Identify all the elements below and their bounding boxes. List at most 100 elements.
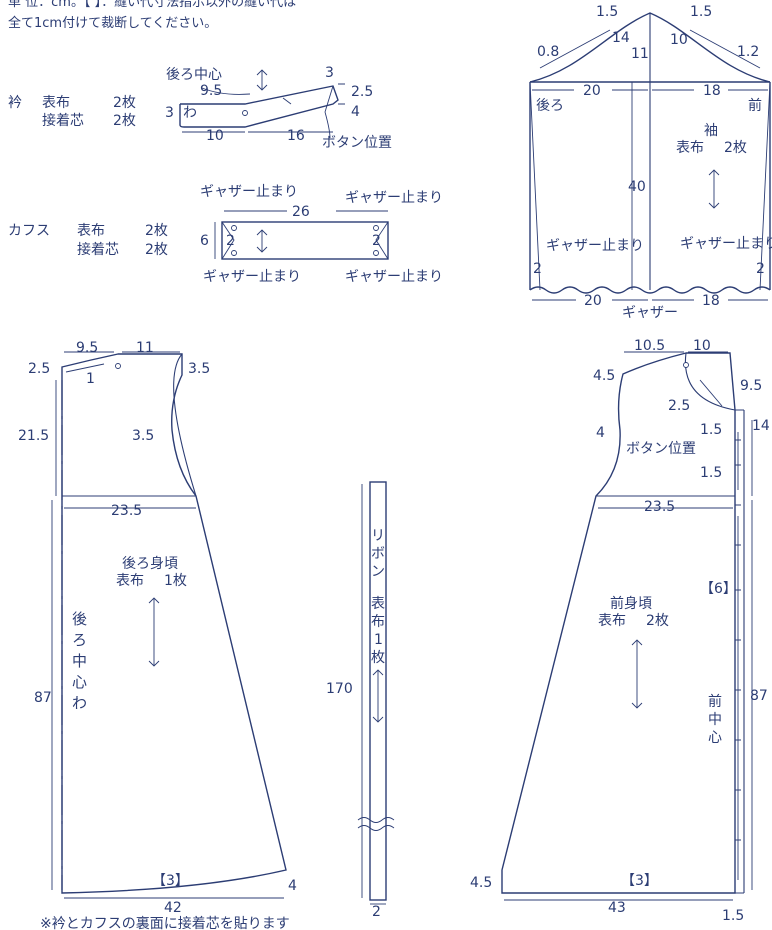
front-bodice-title: 前身頃 [610, 595, 652, 612]
front-button-ticks [735, 439, 741, 841]
back-bodice-dims [51, 351, 284, 899]
cuffs-dot-br [373, 250, 379, 256]
front-center-char: 心 [708, 730, 722, 746]
back-bodice-title: 後ろ身頃 [122, 556, 178, 572]
cuffs-dot-tr [373, 225, 379, 231]
sleeve-dim-20b: 20 [584, 293, 602, 309]
ribbon-count-unit: 枚 [371, 650, 385, 666]
back-dim-4: 4 [288, 878, 297, 894]
ribbon-break-mark [357, 817, 395, 831]
back-bodice-material: 表布 [116, 573, 144, 589]
sleeve-dim-2-l: 2 [533, 261, 542, 277]
sleeve-dim-12: 1.2 [737, 44, 759, 60]
sleeve-dim-10: 10 [670, 32, 688, 48]
collar-dim-4: 4 [351, 104, 360, 120]
collar-count-1: 2枚 [113, 95, 136, 111]
ribbon-title-c1: リ [371, 528, 385, 544]
collar-material-1: 表布 [42, 95, 70, 111]
front-bodice-material: 表布 [598, 613, 626, 629]
sleeve-dim-40: 40 [628, 179, 646, 195]
front-bodice-collar-dim [699, 379, 723, 407]
sleeve-title: 袖 [704, 123, 718, 139]
sleeve-dim-2-r: 2 [756, 261, 765, 277]
ribbon-group: リ ボ ン 表 布 1 枚 170 2 [326, 481, 395, 920]
sleeve-material: 表布 [676, 140, 704, 156]
note-line-1: 単 位：cm。【 】：縫い代寸法指示以外の縫い代は [8, 0, 296, 10]
front-dim-45b: 4.5 [470, 875, 492, 891]
cuffs-gather-stop-tl: ギャザー止まり [200, 184, 298, 200]
front-bodice-dims [504, 351, 753, 901]
front-bodice-grain-arrow [631, 639, 643, 709]
cuffs-dot-bl [231, 250, 237, 256]
front-dim-87: 87 [750, 688, 768, 704]
sleeve-group: 1.5 1.5 14 10 0.8 11 1.2 20 18 後ろ 前 袖 表布… [529, 4, 772, 321]
sleeve-dim-18: 18 [703, 83, 721, 99]
collar-dim-3-top: 3 [325, 65, 334, 81]
cuffs-dot-tl [231, 225, 237, 231]
sleeve-gather-stop-r: ギャザー止まり [680, 236, 772, 252]
front-bodice-count: 2枚 [646, 613, 669, 629]
collar-grain-arrow [256, 69, 268, 91]
ribbon-dim-2: 2 [372, 904, 381, 920]
cuffs-gather-stop-br: ギャザー止まり [345, 269, 443, 285]
back-bodice-count: 1枚 [164, 573, 187, 589]
front-bodice-notch [683, 362, 689, 368]
front-seam-3: 【3】 [621, 873, 658, 889]
cuffs-dim-26: 26 [292, 204, 310, 220]
back-dim-235: 23.5 [111, 503, 142, 519]
collar-group: 衿 表布 2枚 接着芯 2枚 後ろ中心 9.5 3 2.5 4 3 わ 10 1… [8, 65, 392, 151]
back-bodice-neck-leader [65, 363, 105, 373]
back-bodice-grain-arrow [148, 597, 160, 667]
back-dim-87: 87 [34, 690, 52, 706]
back-dim-25: 2.5 [28, 361, 50, 377]
back-dim-35b: 3.5 [132, 428, 154, 444]
ribbon-dim-170: 170 [326, 681, 353, 697]
sleeve-dim-11: 11 [631, 46, 649, 62]
collar-dim-16: 16 [287, 128, 305, 144]
cuffs-material-1: 表布 [77, 223, 105, 239]
collar-notch [242, 110, 248, 116]
front-dim-4: 4 [596, 425, 605, 441]
back-center-char: 心 [72, 673, 87, 691]
front-bodice-outline [501, 352, 736, 894]
front-button-pos: ボタン位置 [626, 441, 696, 457]
cuffs-group: カフス 表布 2枚 接着芯 2枚 ギャザー止まり ギャザー止まり 26 6 2 … [8, 184, 443, 285]
collar-button-leader [324, 111, 331, 139]
bottom-note: ※衿とカフスの裏面に接着芯を貼ります [40, 915, 290, 930]
cuffs-outline [221, 221, 389, 260]
collar-button-pos: ボタン位置 [322, 135, 392, 151]
ribbon-title-c3: ン [371, 564, 385, 580]
cuffs-gather-stop-bl: ギャザー止まり [203, 269, 301, 285]
front-dim-25: 2.5 [668, 398, 690, 414]
back-dim-35a: 3.5 [188, 361, 210, 377]
back-bodice-waist [62, 353, 197, 497]
front-bodice-placket-ends [735, 409, 744, 894]
ribbon-count: 1 [374, 632, 383, 648]
front-bodice-group: 10.5 10 4.5 9.5 2.5 1.5 4 14 ボタン位置 1.5 2… [470, 338, 770, 924]
back-center-char: 中 [72, 652, 87, 670]
cuffs-name: カフス [8, 223, 50, 239]
front-dim-15c: 1.5 [722, 908, 744, 924]
front-center-char: 前 [708, 693, 722, 710]
back-center-char: わ [72, 694, 87, 712]
back-dim-11: 11 [136, 340, 154, 356]
note-line-2: 全て1cm付けて裁断してください。 [8, 15, 217, 31]
sleeve-dim-08: 0.8 [537, 44, 559, 60]
sleeve-gather-stop-l: ギャザー止まり [546, 238, 644, 254]
back-dim-42: 42 [164, 900, 182, 916]
cuffs-dim-2-right: 2 [372, 233, 381, 249]
collar-right-dim [338, 83, 345, 105]
sleeve-hem-gather [529, 286, 771, 294]
collar-material-2: 接着芯 [42, 112, 84, 129]
collar-dim-25: 2.5 [351, 84, 373, 100]
sleeve-dim-18b: 18 [702, 293, 720, 309]
cuffs-gather-marks [221, 221, 389, 260]
ribbon-title-c2: ボ [371, 546, 385, 562]
cuffs-dim-6: 6 [200, 233, 209, 249]
back-bodice-notch [115, 363, 121, 369]
cuffs-count-1: 2枚 [145, 223, 168, 239]
ribbon-grain-arrow [372, 669, 384, 723]
front-dim-10: 10 [693, 338, 711, 354]
sleeve-grain-arrow [708, 169, 720, 209]
sleeve-back: 後ろ [536, 98, 564, 114]
